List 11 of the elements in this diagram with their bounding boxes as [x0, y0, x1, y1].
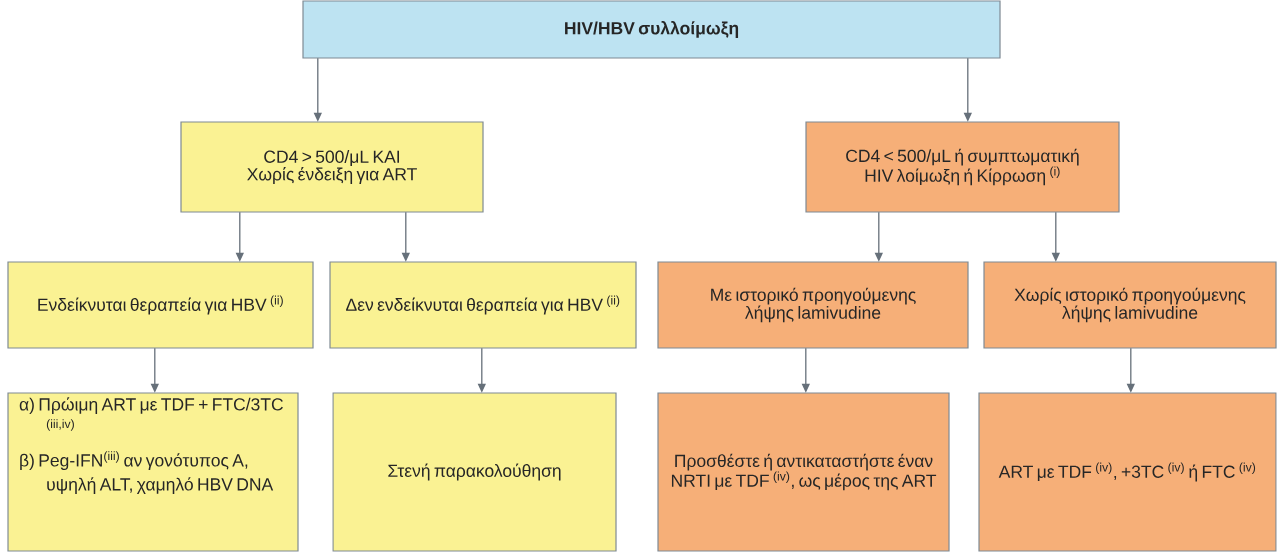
condition-box: Με ιστορικό προηγούμενης λήψης lamivudine [657, 261, 969, 349]
condition-box: Δεν ενδείκνυται θεραπεία για HBV $^{(ii)}$ [329, 261, 637, 349]
title-box: HIV/HBV συλλοίμωξη [302, 0, 1001, 59]
condition-box: Χωρίς ιστορικό προηγούμενης λήψης lamivudine [983, 261, 1277, 349]
condition-box: CD4 > 500/μL ΚΑΙ Χωρίς ένδειξη για ART [180, 121, 484, 213]
treatment-box: Προσθέστε ή αντικαταστήστε έναν NRTI με TDF $^{(iv)}$, ως μέρος της ART [657, 392, 950, 552]
treatment-box: Στενή παρακολούθηση [332, 392, 617, 552]
condition-box: CD4 < 500/μL ή συμπτωματική HIV λοίμωξη ή Κίρρωση $^{(i)}$ [805, 121, 1120, 213]
treatment-box: α) Πρώιμη ART με TDF + FTC/3TC (iii,iv) β) Peg-IFN$^{(iii)}$ αν γονότυπος A, υψηλή ALT, χαμηλό HBV DNA [7, 392, 299, 552]
condition-box: Ενδείκνυται θεραπεία για HBV $^{(ii)}$ [7, 261, 314, 349]
treatment-box: ART με TDF $^{(iv)}$, +3TC $^{(iv)}$ ή FTC $^{(iv)}$ [978, 392, 1277, 552]
